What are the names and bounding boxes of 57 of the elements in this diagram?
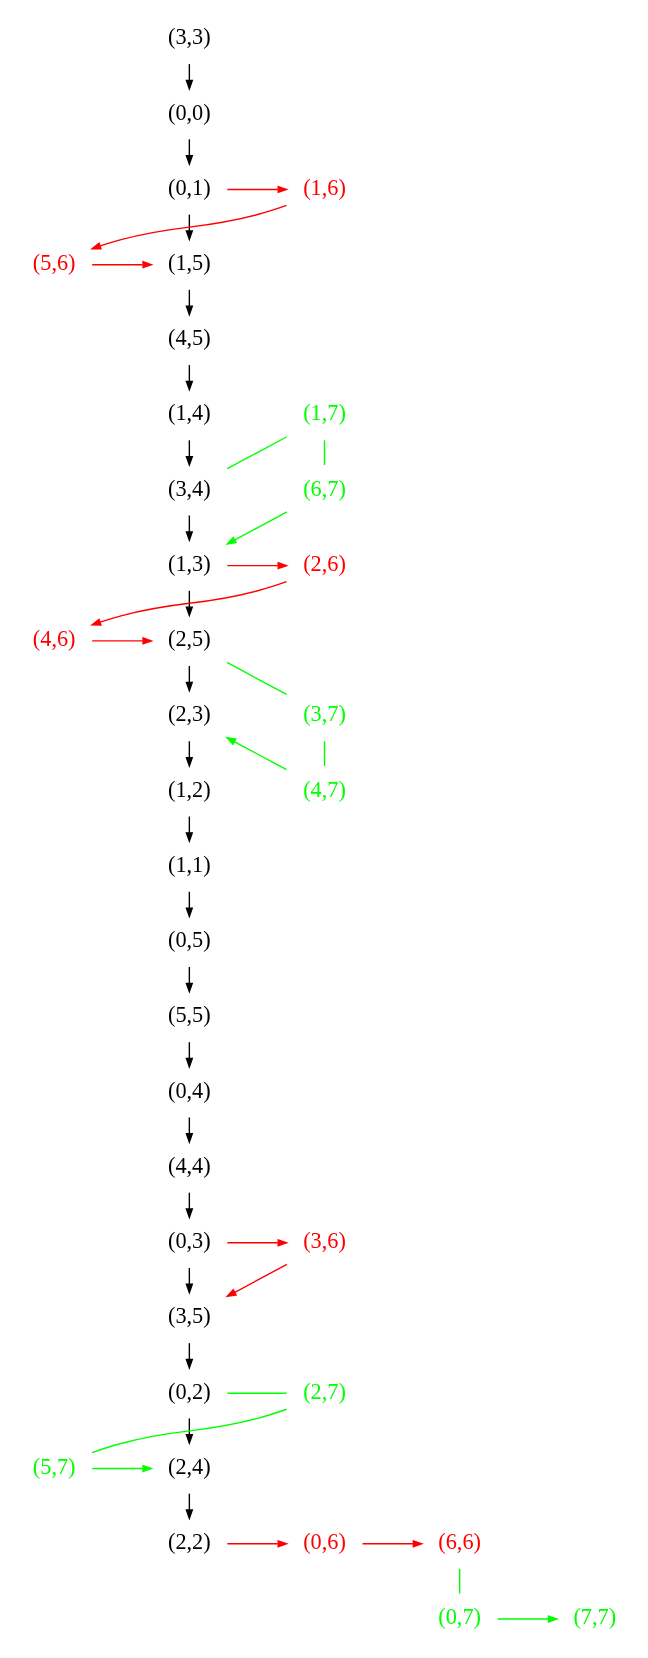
arrow xyxy=(226,1238,289,1247)
arrow xyxy=(226,561,289,570)
node-text: (6,6) xyxy=(437,1529,481,1555)
node-text: (5,5) xyxy=(167,1002,211,1028)
node-text: (7,7) xyxy=(572,1604,616,1630)
node-text: (0,5) xyxy=(167,927,211,953)
connector xyxy=(226,1392,287,1394)
node-text: (0,4) xyxy=(167,1077,211,1103)
arrow xyxy=(226,1539,289,1548)
arrow xyxy=(89,580,287,626)
node-text: (0,3) xyxy=(167,1228,211,1254)
node-text: (1,4) xyxy=(167,400,211,426)
arrow xyxy=(224,1263,288,1298)
node-text: (1,7) xyxy=(302,400,346,426)
node-text: (0,1) xyxy=(167,174,211,200)
node-text: (4,7) xyxy=(302,776,346,802)
connector xyxy=(458,1568,460,1595)
node-text: (1,6) xyxy=(302,174,346,200)
node-text: (1,5) xyxy=(167,249,211,275)
arrow xyxy=(91,637,153,645)
arrow xyxy=(361,1539,424,1548)
node-text: (4,5) xyxy=(167,325,211,351)
node-text: (3,3) xyxy=(167,24,211,50)
node-text: (2,2) xyxy=(167,1529,211,1555)
node-text: (4,6) xyxy=(32,626,76,652)
node-text: (1,3) xyxy=(167,550,211,576)
node-text: (3,7) xyxy=(302,701,346,727)
arrow xyxy=(91,260,153,269)
node-text: (0,0) xyxy=(167,99,211,125)
connector xyxy=(323,740,325,767)
connector xyxy=(323,439,325,466)
arrow xyxy=(89,204,287,250)
node-text: (0,2) xyxy=(167,1378,211,1404)
node-text: (5,7) xyxy=(32,1453,76,1479)
node-text: (2,4) xyxy=(167,1453,211,1479)
node-text: (6,7) xyxy=(302,475,346,501)
node-text: (3,6) xyxy=(302,1228,346,1254)
node-text: (2,7) xyxy=(302,1378,346,1404)
node-text: (3,4) xyxy=(167,475,211,501)
node-text: (0,7) xyxy=(437,1604,481,1630)
arrow xyxy=(226,185,289,194)
node-text: (3,5) xyxy=(167,1303,211,1329)
connector xyxy=(226,436,288,470)
node-text: (2,6) xyxy=(302,550,346,576)
node-text: (2,3) xyxy=(167,701,211,727)
arrow xyxy=(496,1615,559,1623)
connector xyxy=(90,1408,287,1454)
arrow xyxy=(224,511,288,545)
node-text: (4,4) xyxy=(167,1152,211,1178)
node-text: (1,1) xyxy=(167,851,211,877)
arrow xyxy=(91,1464,153,1473)
connector xyxy=(225,661,287,696)
node-text: (2,5) xyxy=(167,626,211,652)
node-text: (5,6) xyxy=(32,249,76,275)
node-text: (1,2) xyxy=(167,776,211,802)
node-text: (0,6) xyxy=(302,1529,346,1555)
arrow xyxy=(224,736,287,771)
